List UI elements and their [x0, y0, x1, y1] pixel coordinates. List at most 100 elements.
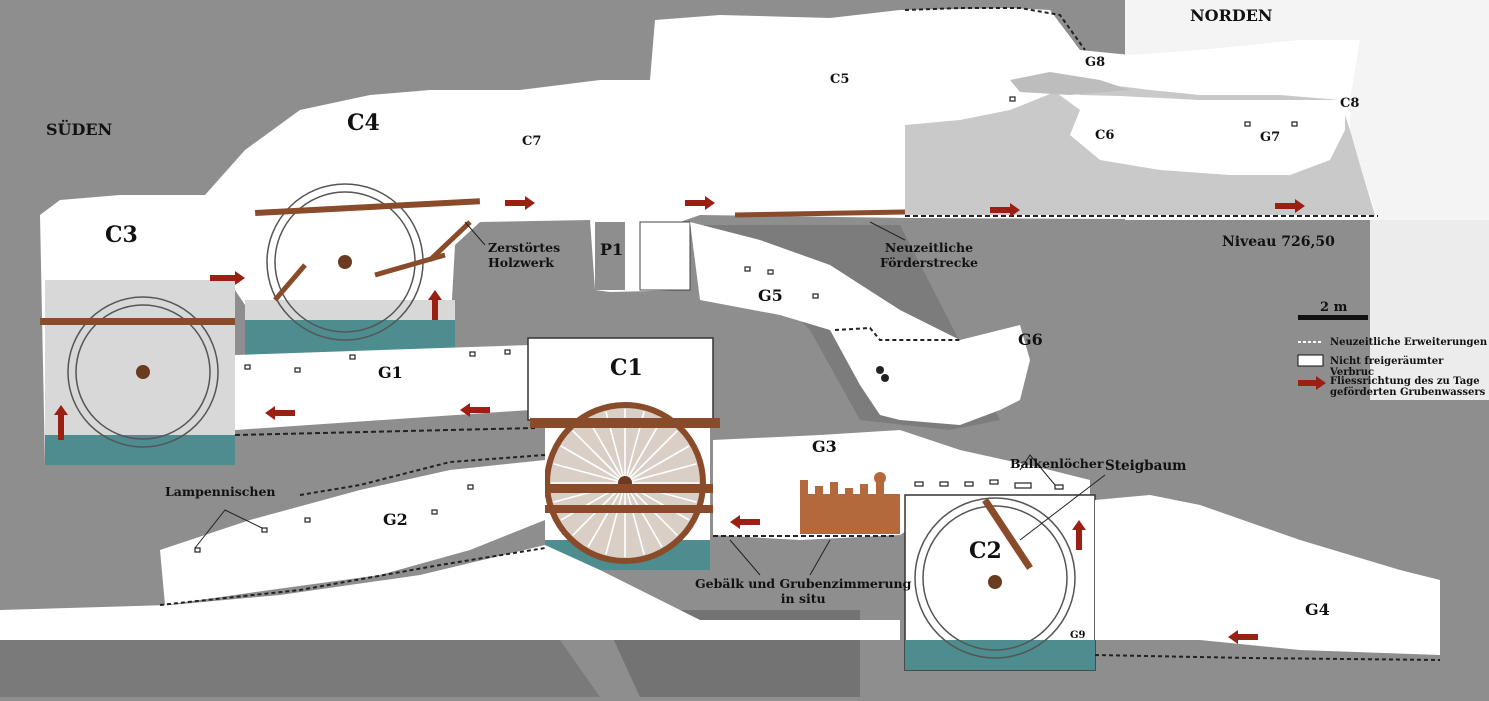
c6-cavity — [955, 85, 1345, 175]
room-g2: G2 — [383, 510, 408, 529]
c4-chamber-fill — [235, 110, 760, 290]
wheel-spoke — [587, 418, 626, 484]
flow-arrow — [54, 405, 68, 440]
room-c6: C6 — [1095, 128, 1115, 143]
g5-corridor — [690, 222, 1030, 425]
c3-beam — [40, 318, 235, 325]
legend-modern-extensions: Neuzeitliche Erweiterungen — [1330, 337, 1488, 348]
c1-beam-lower — [530, 505, 720, 513]
g6-modern-extension-outline — [834, 326, 960, 341]
niches-and-holes — [194, 96, 1298, 553]
flow-arrow — [1072, 520, 1086, 550]
room-p1: P1 — [600, 240, 624, 259]
room-g7: G7 — [1260, 130, 1281, 145]
room-c7: C7 — [522, 134, 542, 149]
room-g3: G3 — [812, 437, 837, 456]
wheel-spoke — [560, 445, 626, 484]
lower-passage — [0, 545, 900, 640]
flow-arrow — [265, 406, 295, 420]
room-c8: C8 — [1340, 96, 1360, 111]
timbering-comb — [800, 472, 900, 534]
annotation-destroyed-wood: Zerstörtes Holzwerk — [488, 240, 561, 270]
c1-beam-middle — [530, 484, 720, 493]
room-c4: C4 — [347, 110, 380, 136]
c1-beam-top — [530, 418, 720, 428]
wheel-spoke — [624, 430, 678, 484]
g8-rubble — [1010, 72, 1130, 95]
legend-rect-symbol — [1297, 354, 1324, 367]
c4-broken-timber-1 — [273, 263, 307, 302]
c4-broken-timber-3 — [428, 220, 472, 262]
room-g4: G4 — [1305, 600, 1330, 619]
scale-label: 2 m — [1320, 300, 1348, 315]
annotation-level: Niveau 726,50 — [1222, 234, 1335, 250]
c2-wheel-axle — [988, 575, 1002, 589]
annotation-lamp-niches: Lampennischen — [165, 484, 276, 499]
wheel-spoke — [624, 482, 663, 548]
c2-water — [905, 640, 1095, 670]
room-c2: C2 — [969, 538, 1002, 564]
g6-rubble-dot — [881, 374, 889, 382]
room-c5: C5 — [830, 72, 850, 87]
flow-arrow — [460, 403, 490, 417]
g2-corridor — [160, 460, 545, 605]
wheel-spoke — [553, 463, 626, 484]
flow-arrow — [1275, 199, 1305, 213]
wheel-spoke — [587, 482, 626, 548]
g1-corridor — [235, 345, 530, 430]
c2-wheel-inner — [922, 505, 1068, 651]
g2-lower-edge — [159, 547, 546, 606]
flow-arrow — [210, 271, 245, 285]
c4-beam — [254, 198, 481, 216]
p1-pillar-right — [639, 221, 691, 291]
legend-arrow-symbol — [1298, 376, 1326, 390]
c3-wheel-inner — [75, 304, 211, 440]
g4-corridor — [1095, 495, 1440, 655]
flow-arrow — [685, 196, 715, 210]
flow-arrow — [428, 290, 442, 320]
room-g6: G6 — [1018, 330, 1043, 349]
wheel-spoke — [624, 418, 663, 484]
legend-not-cleared: Nicht freigeräumter Verbruc — [1330, 356, 1444, 378]
g1-lower-edge — [234, 427, 536, 436]
rock-dark-lower-left — [0, 640, 600, 697]
flow-arrow — [990, 203, 1020, 217]
annotation-timbering: Gebälk und Grubenzimmerung in situ — [695, 576, 912, 606]
south-label: SÜDEN — [46, 120, 113, 139]
room-g9: G9 — [1070, 630, 1086, 641]
page-margin-right — [1370, 220, 1489, 400]
room-c3: C3 — [105, 222, 138, 248]
wheel-spoke — [624, 445, 690, 484]
north-label: NORDEN — [1190, 6, 1273, 25]
legend-flow-direction: Fliessrichtung des zu Tage geförderten G… — [1330, 376, 1486, 398]
wheel-spoke — [572, 430, 626, 484]
flow-arrows — [54, 196, 1305, 644]
flow-arrow — [505, 196, 535, 210]
room-g5: G5 — [758, 286, 783, 305]
annotation-climbing-tree: Steigbaum — [1105, 458, 1187, 474]
wheel-spoke — [605, 482, 626, 555]
room-g1: G1 — [378, 363, 403, 382]
scale-bar — [1298, 315, 1368, 320]
c3-wheel-outer — [67, 296, 219, 448]
p1-pillar-left — [595, 222, 625, 290]
room-c1: C1 — [610, 355, 643, 381]
leader-lines — [194, 221, 1106, 576]
c3-water — [45, 435, 235, 465]
c5-modern-extension-outline — [904, 7, 1086, 51]
haulage-track — [734, 209, 906, 218]
flow-arrow — [730, 515, 760, 529]
c4-wheel-axle — [338, 255, 352, 269]
flow-arrow — [1228, 630, 1258, 644]
c3-wheel-axle — [136, 365, 150, 379]
g6-rubble-dot — [876, 366, 884, 374]
c2-climbing-tree — [982, 498, 1033, 570]
annotation-beam-holes: Balkenlöcher — [1010, 456, 1104, 471]
annotation-haulage: Neuzeitliche Förderstrecke — [880, 240, 978, 270]
g4-lower-edge — [1094, 654, 1441, 661]
c2-wheel-outer — [914, 497, 1076, 659]
wheel-spoke — [624, 482, 645, 555]
wheel-spoke — [624, 463, 697, 484]
